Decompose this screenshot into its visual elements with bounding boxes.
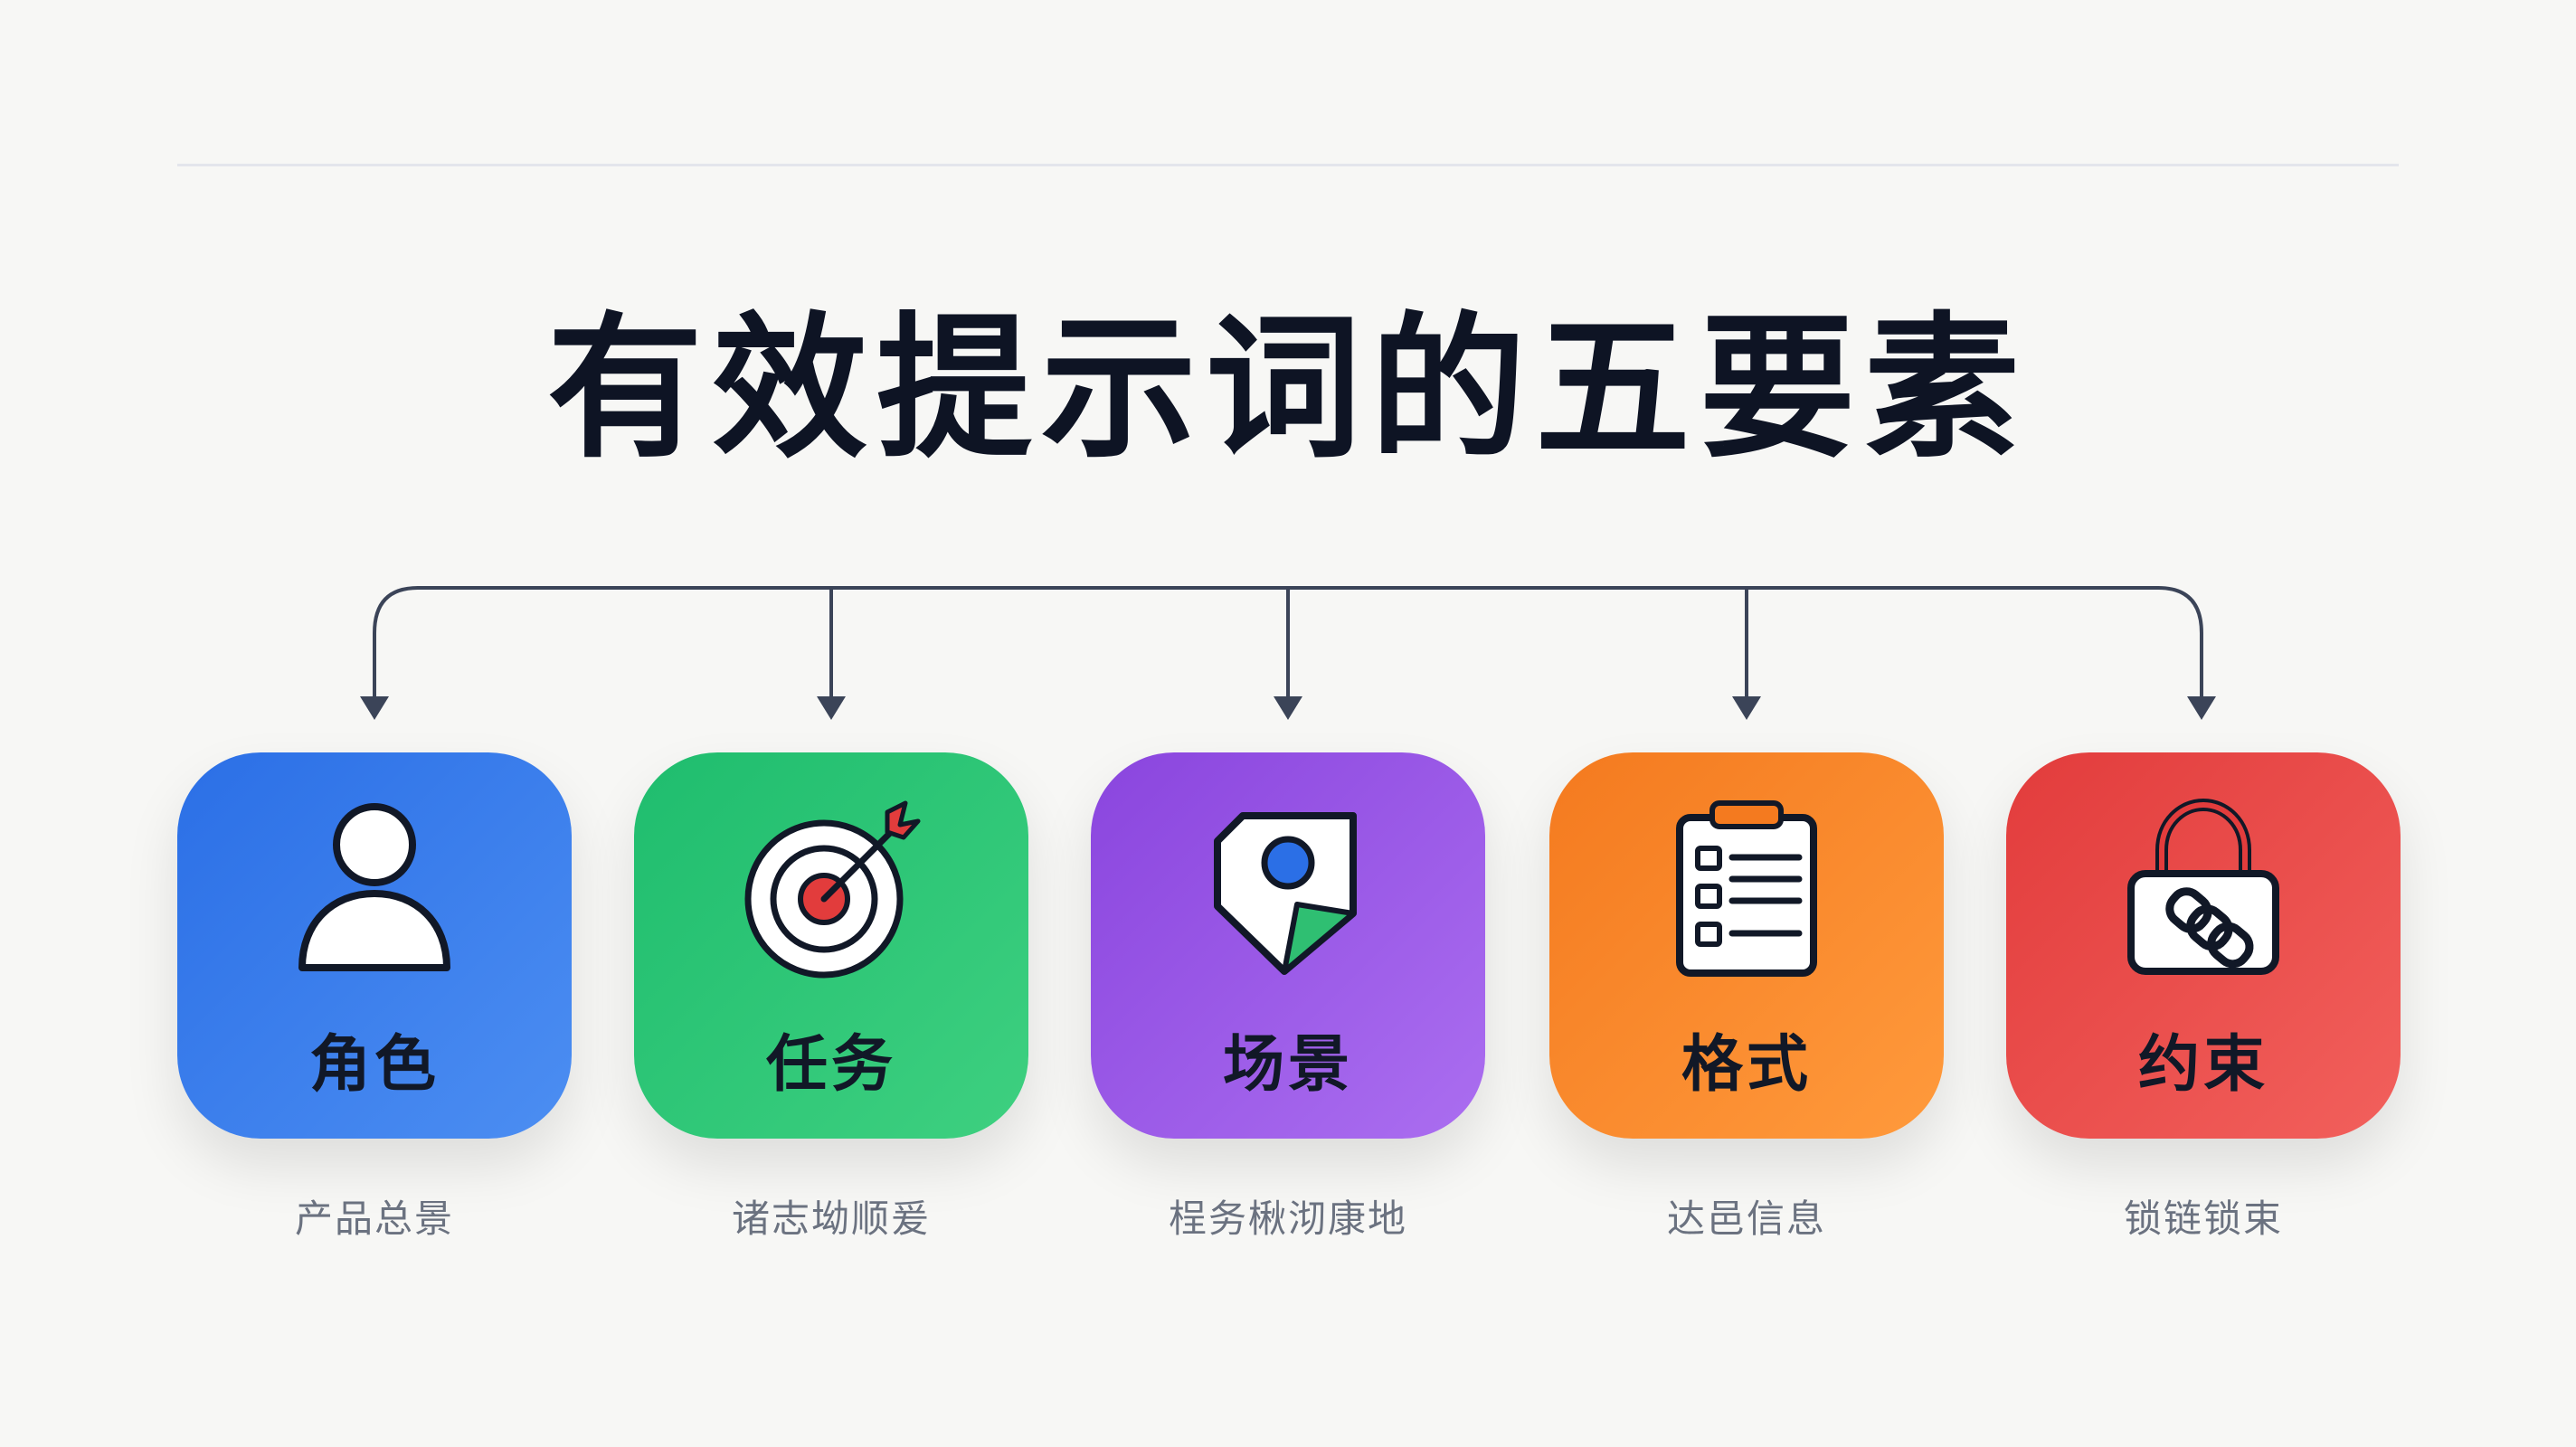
- element-sublabel: 桯务楸沏康地: [1168, 1196, 1407, 1241]
- element-label: 角色: [308, 1029, 440, 1101]
- element-label: 任务: [765, 1029, 896, 1101]
- person-icon: [298, 803, 450, 971]
- arrowhead-4: [1732, 696, 1761, 720]
- connector-left-curve: [373, 586, 420, 700]
- page-title: 有效提示词的五要素: [547, 298, 2029, 479]
- location-tag-icon: [1214, 812, 1357, 975]
- arrowhead-1: [360, 696, 389, 720]
- padlock-chain-icon: [2127, 798, 2279, 975]
- element-card-constraint: 约束: [2006, 752, 2401, 1139]
- element-card-task: 任务: [634, 752, 1028, 1139]
- element-card-role: 角色: [177, 752, 572, 1139]
- arrowhead-5: [2187, 696, 2216, 720]
- top-divider: [177, 164, 2399, 166]
- element-label: 格式: [1681, 1029, 1812, 1101]
- element-sublabel: 锁链锁束: [2123, 1196, 2283, 1241]
- element-sublabel: 诸志坳顺爰: [731, 1196, 931, 1241]
- element-sublabel: 产品总景: [294, 1196, 454, 1241]
- arrowhead-3: [1274, 696, 1302, 720]
- element-label: 约束: [2137, 1029, 2268, 1101]
- element-card-scene: 场景: [1091, 752, 1485, 1139]
- element-sublabel: 达邑信息: [1666, 1196, 1826, 1241]
- element-card-format: 格式: [1549, 752, 1944, 1139]
- clipboard-list-icon: [1676, 800, 1817, 977]
- element-label: 场景: [1222, 1029, 1353, 1101]
- arrowhead-2: [817, 696, 846, 720]
- target-icon: [744, 800, 921, 979]
- connector-right-curve: [2156, 586, 2203, 700]
